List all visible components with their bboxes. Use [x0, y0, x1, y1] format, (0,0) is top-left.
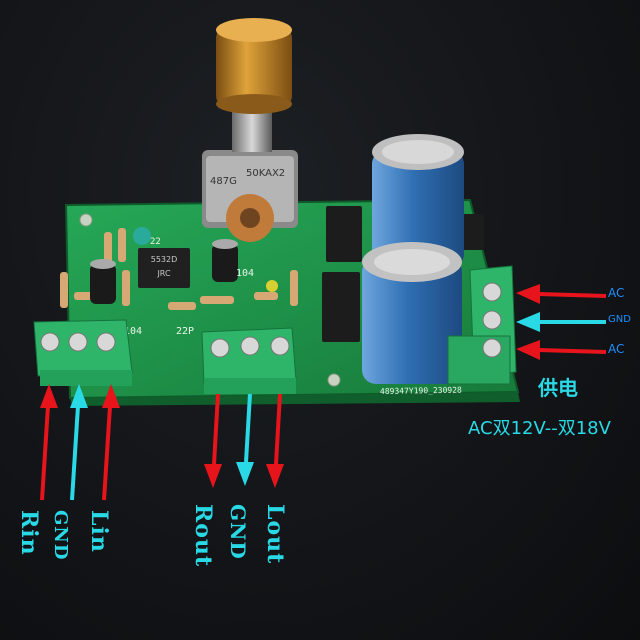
silk-pot-code: 487G: [210, 176, 237, 187]
silk-board-id: 489347Y190_230928: [380, 386, 462, 396]
resistors-left: [60, 228, 298, 310]
label-power-ac-bottom: AC: [608, 342, 625, 356]
output-terminal-block: [201, 327, 297, 394]
svg-text:5532D: 5532D: [151, 255, 178, 264]
input-terminal-block: [33, 319, 133, 386]
label-input-lin: Lin: [86, 510, 112, 553]
filter-capacitor-back: [372, 134, 464, 268]
label-output-rout: Rout: [190, 504, 216, 568]
svg-text:JRC: JRC: [156, 269, 171, 278]
power-arrows: [516, 284, 607, 360]
silk-104-left: 104: [124, 326, 142, 337]
label-input-gnd: GND: [50, 510, 71, 561]
output-arrows: [204, 393, 284, 488]
filter-capacitor-front: [362, 242, 462, 384]
power-terminal-block: [447, 265, 517, 385]
small-capacitors: [90, 227, 278, 304]
input-arrows: [40, 384, 120, 501]
volume-potentiometer: 487G 50KAX2: [202, 102, 298, 242]
label-power-spec: AC双12V--双18V: [468, 418, 611, 439]
silk-104-right: 104: [236, 268, 254, 279]
silk-22p: 22P: [176, 326, 194, 337]
silk-cap-code: 22: [150, 237, 161, 247]
label-power-title: 供电: [538, 376, 578, 400]
voltage-regulators: [322, 206, 484, 342]
label-power-gnd: GND: [608, 314, 631, 325]
label-output-gnd: GND: [226, 504, 250, 560]
mounting-hole: [327, 373, 341, 387]
label-output-lout: Lout: [262, 504, 288, 565]
label-power-ac-top: AC: [608, 286, 625, 300]
op-amp-ic: 5532D JRC: [138, 248, 190, 288]
mounting-hole: [79, 213, 93, 227]
knob: [216, 18, 292, 114]
silk-pot-value: 50KAX2: [246, 168, 285, 179]
label-input-rin: Rin: [16, 510, 42, 556]
